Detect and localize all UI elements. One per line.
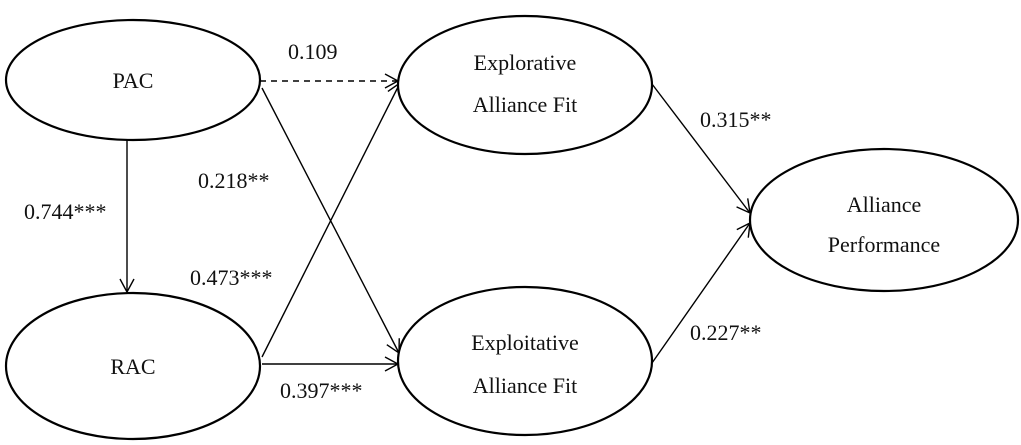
node-rac-label: RAC — [110, 354, 155, 379]
edge-labels: 0.744*** 0.109 0.218** 0.473*** 0.397***… — [24, 39, 772, 403]
edge-rac-to-explorative — [261, 81, 402, 358]
edge-pac-rac-coefficient: 0.744*** — [24, 199, 107, 224]
node-exploitative-alliance-fit: Exploitative Alliance Fit — [396, 285, 654, 437]
edges — [119, 73, 751, 372]
edge-exploitative-to-performance — [651, 221, 751, 364]
edge-explorative-to-performance — [651, 83, 751, 215]
node-explorative-label-line1: Explorative — [474, 50, 577, 75]
edge-rac-exploitative-coefficient: 0.397*** — [280, 378, 363, 403]
node-explorative-alliance-fit: Explorative Alliance Fit — [396, 14, 654, 156]
edge-rac-explorative-coefficient: 0.473*** — [190, 265, 273, 290]
edge-exploitative-performance-coefficient: 0.227** — [690, 320, 762, 345]
node-alliance-performance: Alliance Performance — [748, 147, 1020, 293]
edge-pac-exploitative-coefficient: 0.218** — [198, 168, 270, 193]
node-exploitative-shape — [396, 285, 654, 437]
edge-explorative-performance-coefficient: 0.315** — [700, 107, 772, 132]
node-performance-label-line1: Alliance — [847, 192, 922, 217]
node-pac: PAC — [4, 18, 262, 142]
node-performance-shape — [748, 147, 1020, 293]
edge-pac-explorative-coefficient: 0.109 — [288, 39, 338, 64]
node-exploitative-label-line1: Exploitative — [471, 330, 579, 355]
node-rac-shape — [4, 291, 262, 441]
node-performance-label-line2: Performance — [828, 232, 940, 257]
node-explorative-label-line2: Alliance Fit — [473, 92, 577, 117]
node-explorative-shape — [396, 14, 654, 156]
node-exploitative-label-line2: Alliance Fit — [473, 373, 577, 398]
node-pac-label: PAC — [113, 68, 154, 93]
node-pac-shape — [4, 18, 262, 142]
node-rac: RAC — [4, 291, 262, 441]
